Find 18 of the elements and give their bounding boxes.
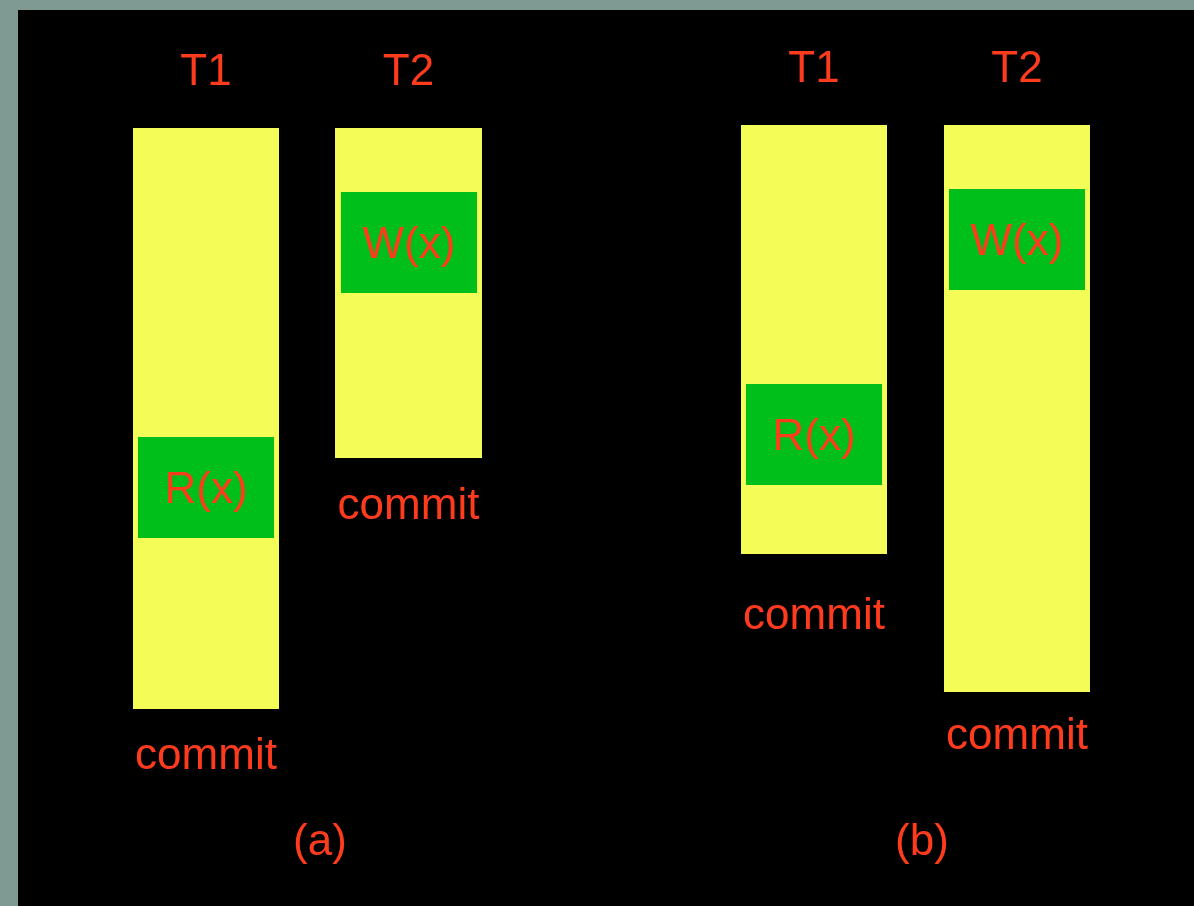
operation-box — [341, 192, 477, 293]
transaction-label: T1 — [787, 45, 841, 89]
operation-label: R(x) — [164, 465, 248, 510]
commit-label: commit — [336, 482, 481, 526]
operation-box — [138, 437, 274, 538]
transaction-label: T2 — [990, 45, 1044, 89]
commit-label: commit — [134, 732, 278, 776]
operation-box — [746, 384, 882, 485]
transaction-label: T1 — [179, 48, 233, 92]
panel-label: (b) — [894, 818, 950, 862]
transaction-label: T2 — [381, 48, 436, 92]
operation-label: R(x) — [772, 412, 856, 457]
operation-label: W(x) — [362, 220, 456, 265]
commit-label: commit — [945, 712, 1089, 756]
operation-box — [949, 189, 1085, 290]
operation-label: W(x) — [970, 217, 1064, 262]
commit-label: commit — [742, 592, 886, 636]
panel-label: (a) — [292, 818, 348, 862]
